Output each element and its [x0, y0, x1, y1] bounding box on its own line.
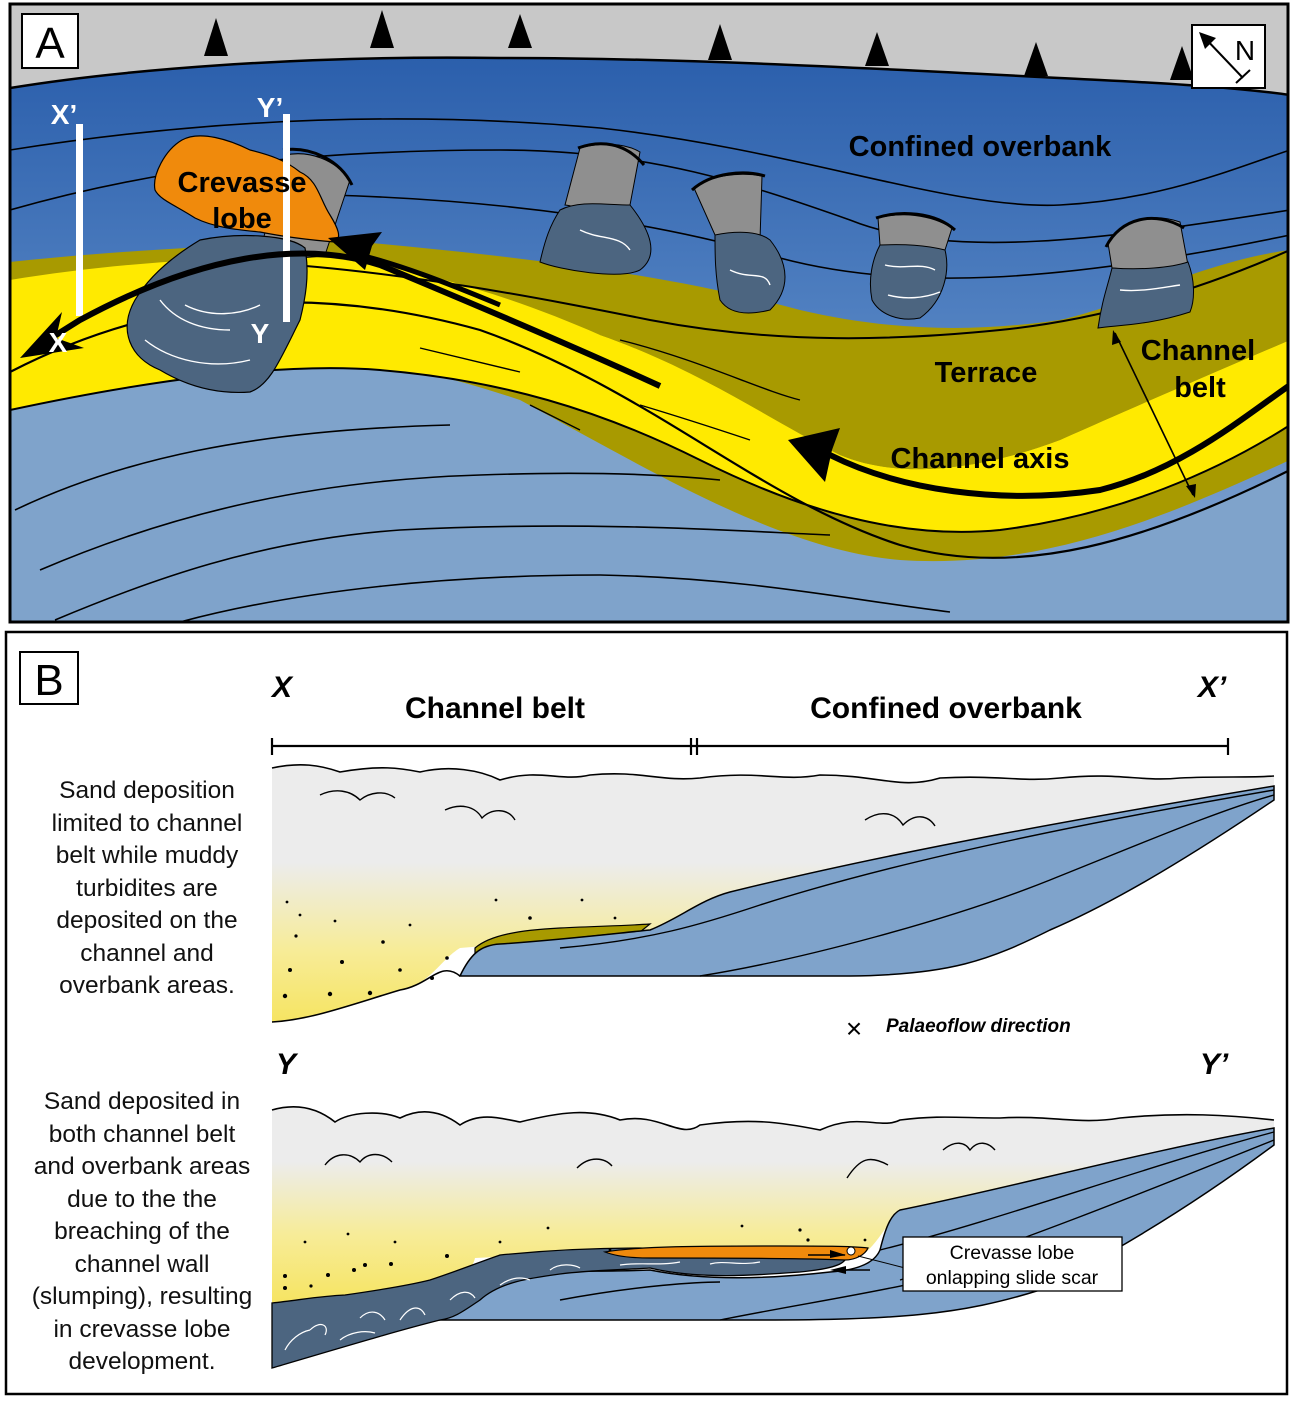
levee-wedge — [458, 785, 1275, 977]
label-crevasse-lobe-line2: lobe — [212, 203, 272, 235]
slump-texture-y — [284, 1261, 761, 1351]
channel-thalweg-lines — [419, 339, 801, 441]
callout-box — [902, 1236, 1123, 1292]
palaeoflow-legend-text: Palaeoflow direction — [886, 1016, 1071, 1037]
panel-a-label-box — [21, 13, 79, 69]
section-x-description: Sand deposition limited to channel belt … — [51, 777, 243, 999]
panel-a-frame — [8, 2, 1290, 624]
label-crevasse-lobe-line1: Crevasse — [178, 167, 307, 199]
section-line-y — [283, 114, 290, 322]
section-label-y: Y — [251, 318, 270, 349]
north-arrow-icon — [1199, 32, 1216, 49]
section-y-description: Sand deposited in both channel belt and … — [31, 1088, 253, 1375]
label-channel-belt-line1: Channel — [1141, 335, 1255, 367]
channel-belt-yellow — [10, 257, 1288, 532]
label-terrace: Terrace — [935, 357, 1038, 389]
slump-scar-2 — [690, 171, 786, 314]
scale-label-confined-overbank: Confined overbank — [810, 692, 1082, 725]
crevasse-lobe-deposit — [602, 1245, 869, 1261]
panel-a-label: A — [35, 19, 65, 68]
sand-grains-y — [283, 1224, 867, 1290]
scale-label-channel-belt: Channel belt — [405, 692, 585, 725]
north-label: N — [1235, 35, 1255, 66]
ripple-marks-y — [324, 1142, 996, 1179]
sand-grains — [282, 898, 617, 999]
label-confined-overbank: Confined overbank — [849, 131, 1113, 163]
section-x-left-label: X — [270, 671, 294, 704]
flow-arrow-upper — [38, 250, 662, 389]
callout-text-line1: Crevasse lobe — [950, 1242, 1075, 1264]
section-x-right-label: X’ — [1196, 671, 1227, 704]
slump-deposit — [271, 1247, 847, 1369]
section-y-left-label: Y — [276, 1048, 299, 1081]
panel-b-label: B — [34, 656, 63, 705]
flow-arrow-split — [359, 252, 501, 308]
slump-scar-3 — [869, 212, 957, 320]
label-channel-belt-line2: belt — [1174, 372, 1226, 404]
section-label-x: X — [49, 327, 68, 358]
thrust-teeth — [204, 10, 1194, 80]
slump-texture — [144, 229, 1181, 365]
section-label-y-prime: Y’ — [257, 92, 283, 123]
north-arrow: N — [1191, 24, 1266, 89]
scale-bar — [270, 738, 1230, 755]
levee-strata — [14, 424, 951, 622]
ripple-marks — [319, 790, 936, 827]
callout-text-line2: onlapping slide scar — [926, 1267, 1099, 1289]
panel-a: Confined overbank Crevasse lobe Terrace … — [10, 4, 1288, 622]
section-y-right-label: Y’ — [1200, 1048, 1229, 1081]
flow-arrow-lower-head — [788, 428, 840, 482]
channel-belt-width-arrow — [1114, 332, 1194, 496]
slump-scar-4 — [1097, 216, 1194, 329]
panel-b-label-box — [19, 651, 79, 705]
section-label-x-prime: X’ — [51, 99, 77, 130]
callout-leader-line — [857, 1255, 906, 1269]
muddy-turbidite-top — [271, 764, 1275, 784]
section-line-x — [76, 124, 83, 316]
label-channel-axis: Channel axis — [891, 443, 1070, 475]
palaeoflow-symbol-icon: × — [846, 1013, 862, 1044]
flow-arrow-lower — [828, 382, 1288, 499]
flow-arrow-split-head — [328, 232, 382, 270]
flow-arrow-upper-head — [20, 312, 84, 358]
slump-scar-1 — [539, 142, 652, 275]
cross-section-x — [271, 764, 1275, 1023]
